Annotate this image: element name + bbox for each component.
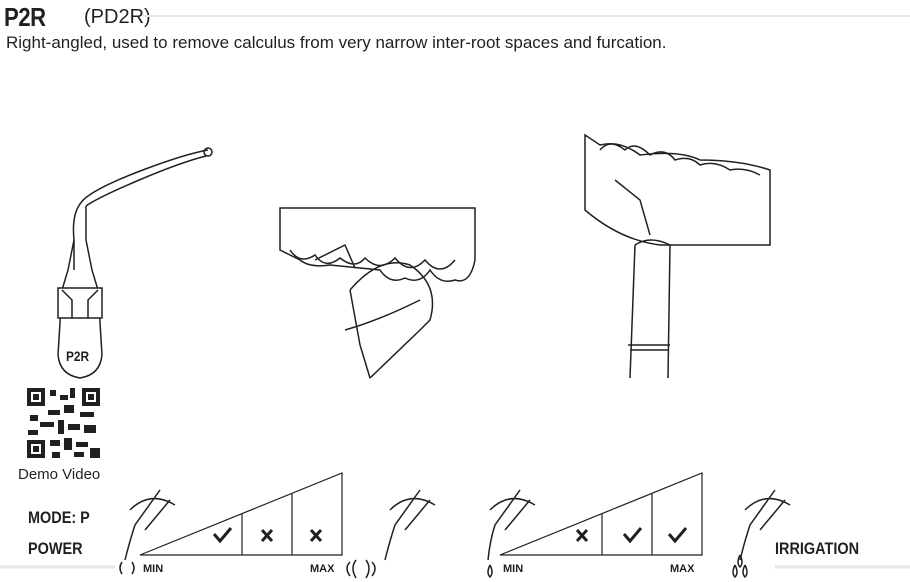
qr-code bbox=[27, 388, 100, 458]
power-max-label: MAX bbox=[310, 563, 335, 575]
cross-icon bbox=[575, 528, 589, 543]
cross-icon bbox=[260, 528, 274, 543]
divider bbox=[143, 15, 910, 17]
check-icon bbox=[212, 527, 233, 544]
power-level-marks bbox=[212, 527, 323, 544]
irrigation-level-marks bbox=[575, 527, 688, 544]
product-code: (PD2R) bbox=[84, 6, 151, 28]
demo-video-link[interactable]: Demo Video bbox=[18, 466, 101, 483]
product-description: Right-angled, used to remove calculus fr… bbox=[6, 33, 667, 52]
product-title: P2R bbox=[4, 2, 46, 32]
scaler-tip-illustration bbox=[57, 147, 213, 379]
cross-icon bbox=[309, 528, 323, 543]
irrigation-min-label: MIN bbox=[503, 563, 524, 575]
power-chart bbox=[119, 472, 436, 579]
irrigation-max-label: MAX bbox=[670, 563, 695, 575]
tip-label: P2R bbox=[66, 348, 90, 364]
power-min-label: MIN bbox=[143, 563, 164, 575]
power-label: POWER bbox=[28, 539, 83, 558]
mode-label: MODE: P bbox=[28, 508, 90, 527]
teeth-illustration-2 bbox=[584, 133, 771, 379]
check-icon bbox=[667, 527, 688, 544]
irrigation-label: IRRIGATION bbox=[775, 539, 860, 558]
irrigation-chart bbox=[487, 472, 791, 579]
check-icon bbox=[622, 527, 643, 544]
teeth-illustration-1 bbox=[279, 207, 476, 379]
